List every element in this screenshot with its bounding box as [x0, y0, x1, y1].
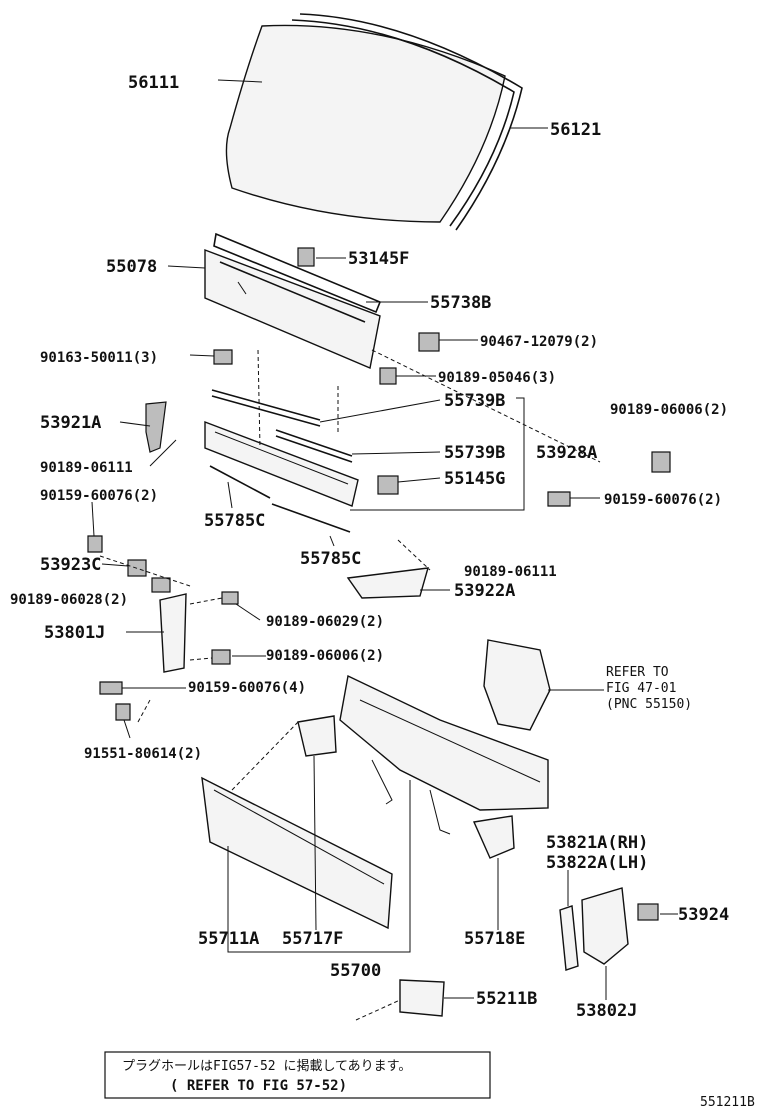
label-90189-05046: 90189-05046(3): [438, 370, 556, 386]
label-55739b-a: 55739B: [444, 391, 505, 411]
label-91551: 91551-80614(2): [84, 746, 202, 762]
label-55211b: 55211B: [476, 989, 537, 1009]
screw-90159-right: [547, 491, 571, 507]
seal-strip-55739b-small: [275, 429, 353, 457]
label-53802j: 53802J: [576, 1001, 637, 1021]
label-53928a: 53928A: [536, 443, 597, 463]
clip-53924: [637, 903, 659, 921]
bracket-55718e: [472, 815, 515, 859]
label-55718e: 55718E: [464, 929, 525, 949]
label-90467: 90467-12079(2): [480, 334, 598, 350]
label-90163: 90163-50011(3): [40, 350, 158, 366]
clip-90189-06028: [151, 577, 171, 593]
note-box: [104, 1051, 491, 1099]
label-53801j: 53801J: [44, 623, 105, 643]
seal-55785c-a: [209, 465, 271, 499]
screw-90163: [213, 349, 233, 365]
windshield-glass: [225, 24, 506, 223]
label-55717f: 55717F: [282, 929, 343, 949]
label-90189-06006: 90189-06006(2): [266, 648, 384, 664]
label-refer-2: FIG 47-01: [606, 681, 676, 696]
refer-part-55150: [483, 639, 551, 731]
bracket-53921a: [145, 401, 167, 453]
label-90159-60076-4: 90159-60076(4): [188, 680, 306, 696]
clip-53145f: [297, 247, 315, 267]
label-55738b: 55738B: [430, 293, 491, 313]
label-56121: 56121: [550, 120, 601, 140]
seal-53821a: [559, 905, 579, 971]
label-53923c: 53923C: [40, 555, 101, 575]
screw-90159-4: [99, 681, 123, 695]
clip-90189-06006: [211, 649, 231, 665]
note-japanese: プラグホールはFIG57-52 に掲載してあります。: [122, 1058, 411, 1074]
panel-53802j: [581, 887, 629, 965]
label-53145f: 53145F: [348, 249, 409, 269]
label-90189-06029: 90189-06029(2): [266, 614, 384, 630]
windshield-weatherstrip: [291, 13, 523, 231]
cowl-louver-panel: [204, 232, 382, 369]
leader-lines: [91, 79, 678, 1000]
screw-90159-left: [87, 535, 103, 553]
clip-90189-06006-right: [651, 451, 671, 473]
label-90159-60076-a: 90159-60076(2): [40, 488, 158, 504]
clip-55145g: [377, 475, 399, 495]
label-53924: 53924: [678, 905, 729, 925]
bracket-53801j: [159, 593, 187, 673]
label-90189-06028: 90189-06028(2): [10, 592, 128, 608]
bracket-55717f: [297, 715, 337, 757]
clip-90467: [418, 332, 440, 352]
label-55700: 55700: [330, 961, 381, 981]
label-55785c-b: 55785C: [300, 549, 361, 569]
label-90189-06111-a: 90189-06111: [40, 460, 133, 476]
extension-53922a: [346, 567, 429, 599]
seal-55785c-b: [271, 503, 351, 533]
dashed-guides: [99, 349, 601, 1021]
label-refer-3: (PNC 55150): [606, 697, 692, 712]
label-refer-1: REFER TO: [606, 665, 669, 680]
sheet-55211b: [399, 979, 445, 1017]
label-56111: 56111: [128, 73, 179, 93]
label-55711a: 55711A: [198, 929, 259, 949]
label-55078: 55078: [106, 257, 157, 277]
label-55739b-b: 55739B: [444, 443, 505, 463]
label-53822a: 53822A(LH): [546, 853, 648, 873]
figure-id: 551211B: [700, 1095, 755, 1110]
cowl-lower-louver: [204, 420, 359, 507]
label-55145g: 55145G: [444, 469, 505, 489]
label-90189-06111-b: 90189-06111: [464, 564, 557, 580]
label-53821a: 53821A(RH): [546, 833, 648, 853]
label-90159-60076-right: 90159-60076(2): [604, 492, 722, 508]
label-53922a: 53922A: [454, 581, 515, 601]
label-55785c-a: 55785C: [204, 511, 265, 531]
cowl-panel-55700: [339, 674, 549, 835]
label-53921a: 53921A: [40, 413, 101, 433]
label-90189-06006-right: 90189-06006(2): [610, 402, 728, 418]
reinforcement-55711a: [201, 776, 393, 930]
seal-strip-55739b-upper: [211, 389, 321, 421]
clip-90189-05046: [379, 367, 397, 385]
screw-91551: [115, 703, 131, 721]
note-english: ( REFER TO FIG 57-52): [170, 1078, 347, 1094]
clip-90189-06029: [221, 591, 239, 605]
